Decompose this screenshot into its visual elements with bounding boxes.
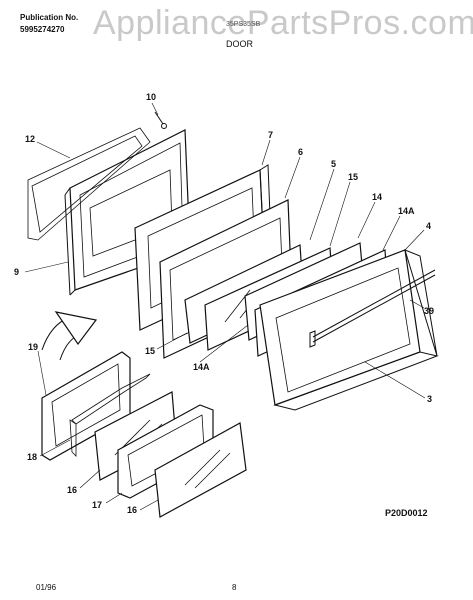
part-glass-16b [154, 422, 247, 518]
diagram-code: P20D0012 [385, 508, 428, 518]
callout-7: 7 [268, 130, 273, 140]
footer-page-number: 8 [232, 583, 237, 592]
model-number: 35PS35SB [226, 21, 261, 28]
callout-4: 4 [426, 221, 431, 231]
part-screw [154, 111, 167, 129]
publication-label: Publication No. [20, 13, 79, 22]
part-outer-door [259, 249, 439, 411]
callout-14a-right: 14A [398, 206, 415, 216]
assembly-arrow [41, 311, 98, 361]
watermark-text: AppliancePartsPros.com [93, 4, 473, 42]
callout-39: 39 [424, 306, 434, 316]
callout-5: 5 [331, 159, 336, 169]
part-gasket [27, 127, 151, 241]
callout-16-left: 16 [67, 485, 77, 495]
footer-date: 01/96 [36, 583, 57, 592]
section-title: DOOR [226, 39, 253, 49]
callout-16-right: 16 [127, 505, 137, 515]
publication-number: 5995274270 [20, 25, 65, 34]
callout-14: 14 [372, 192, 382, 202]
callout-9: 9 [14, 267, 19, 277]
callout-3: 3 [427, 394, 432, 404]
callout-19: 19 [28, 342, 38, 352]
part-gasket-18 [69, 373, 151, 457]
callout-14a-bottom: 14A [193, 362, 210, 372]
callout-17: 17 [92, 500, 102, 510]
leader-lines [24, 102, 426, 511]
callout-18: 18 [27, 452, 37, 462]
callout-10: 10 [146, 92, 156, 102]
callout-15-top: 15 [348, 172, 358, 182]
callout-12: 12 [25, 134, 35, 144]
callout-6: 6 [298, 147, 303, 157]
callout-15-bottom: 15 [145, 346, 155, 356]
